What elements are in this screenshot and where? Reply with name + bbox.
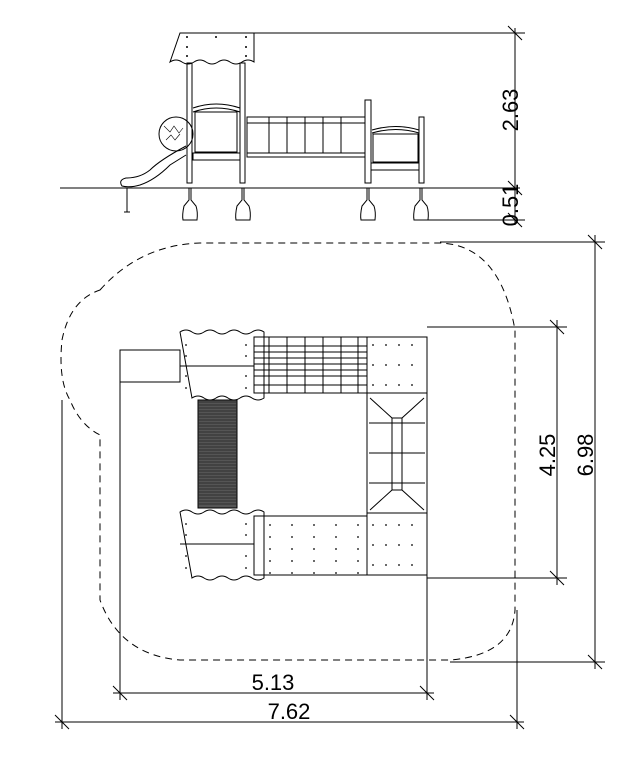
dimension-width: 5.13 — [252, 670, 295, 695]
slide — [120, 145, 187, 188]
post — [239, 62, 246, 184]
slide-plan — [119, 349, 181, 383]
post — [186, 62, 193, 184]
dimension-safety-depth: 6.98 — [573, 434, 598, 477]
bridge-railing — [246, 116, 366, 158]
post — [418, 116, 425, 184]
dimension-footing-depth: 0.51 — [498, 184, 523, 227]
panel-rail — [371, 126, 420, 134]
crawl-tunnel — [197, 399, 238, 509]
post — [364, 99, 372, 184]
deck-2 — [366, 512, 428, 576]
plan-dimensions — [54, 234, 605, 730]
roof-plan-2 — [179, 509, 265, 581]
walkway — [253, 515, 368, 576]
safety-zone-boundary — [60, 242, 516, 661]
deck-1 — [366, 336, 428, 394]
roof-panel — [169, 32, 255, 65]
plan-view: 4.25 6.98 5.13 7.62 — [54, 234, 605, 730]
panel-rail — [192, 103, 241, 113]
roof-plan-1 — [179, 329, 265, 401]
footings — [182, 188, 429, 221]
dimension-safety-width: 7.62 — [268, 699, 311, 724]
dimension-depth: 4.25 — [535, 434, 560, 477]
elevation-dimensions — [254, 25, 525, 228]
elevation-view: 2.63 0.51 — [60, 25, 525, 228]
globe-panel — [158, 116, 194, 152]
dimension-height: 2.63 — [498, 89, 523, 132]
